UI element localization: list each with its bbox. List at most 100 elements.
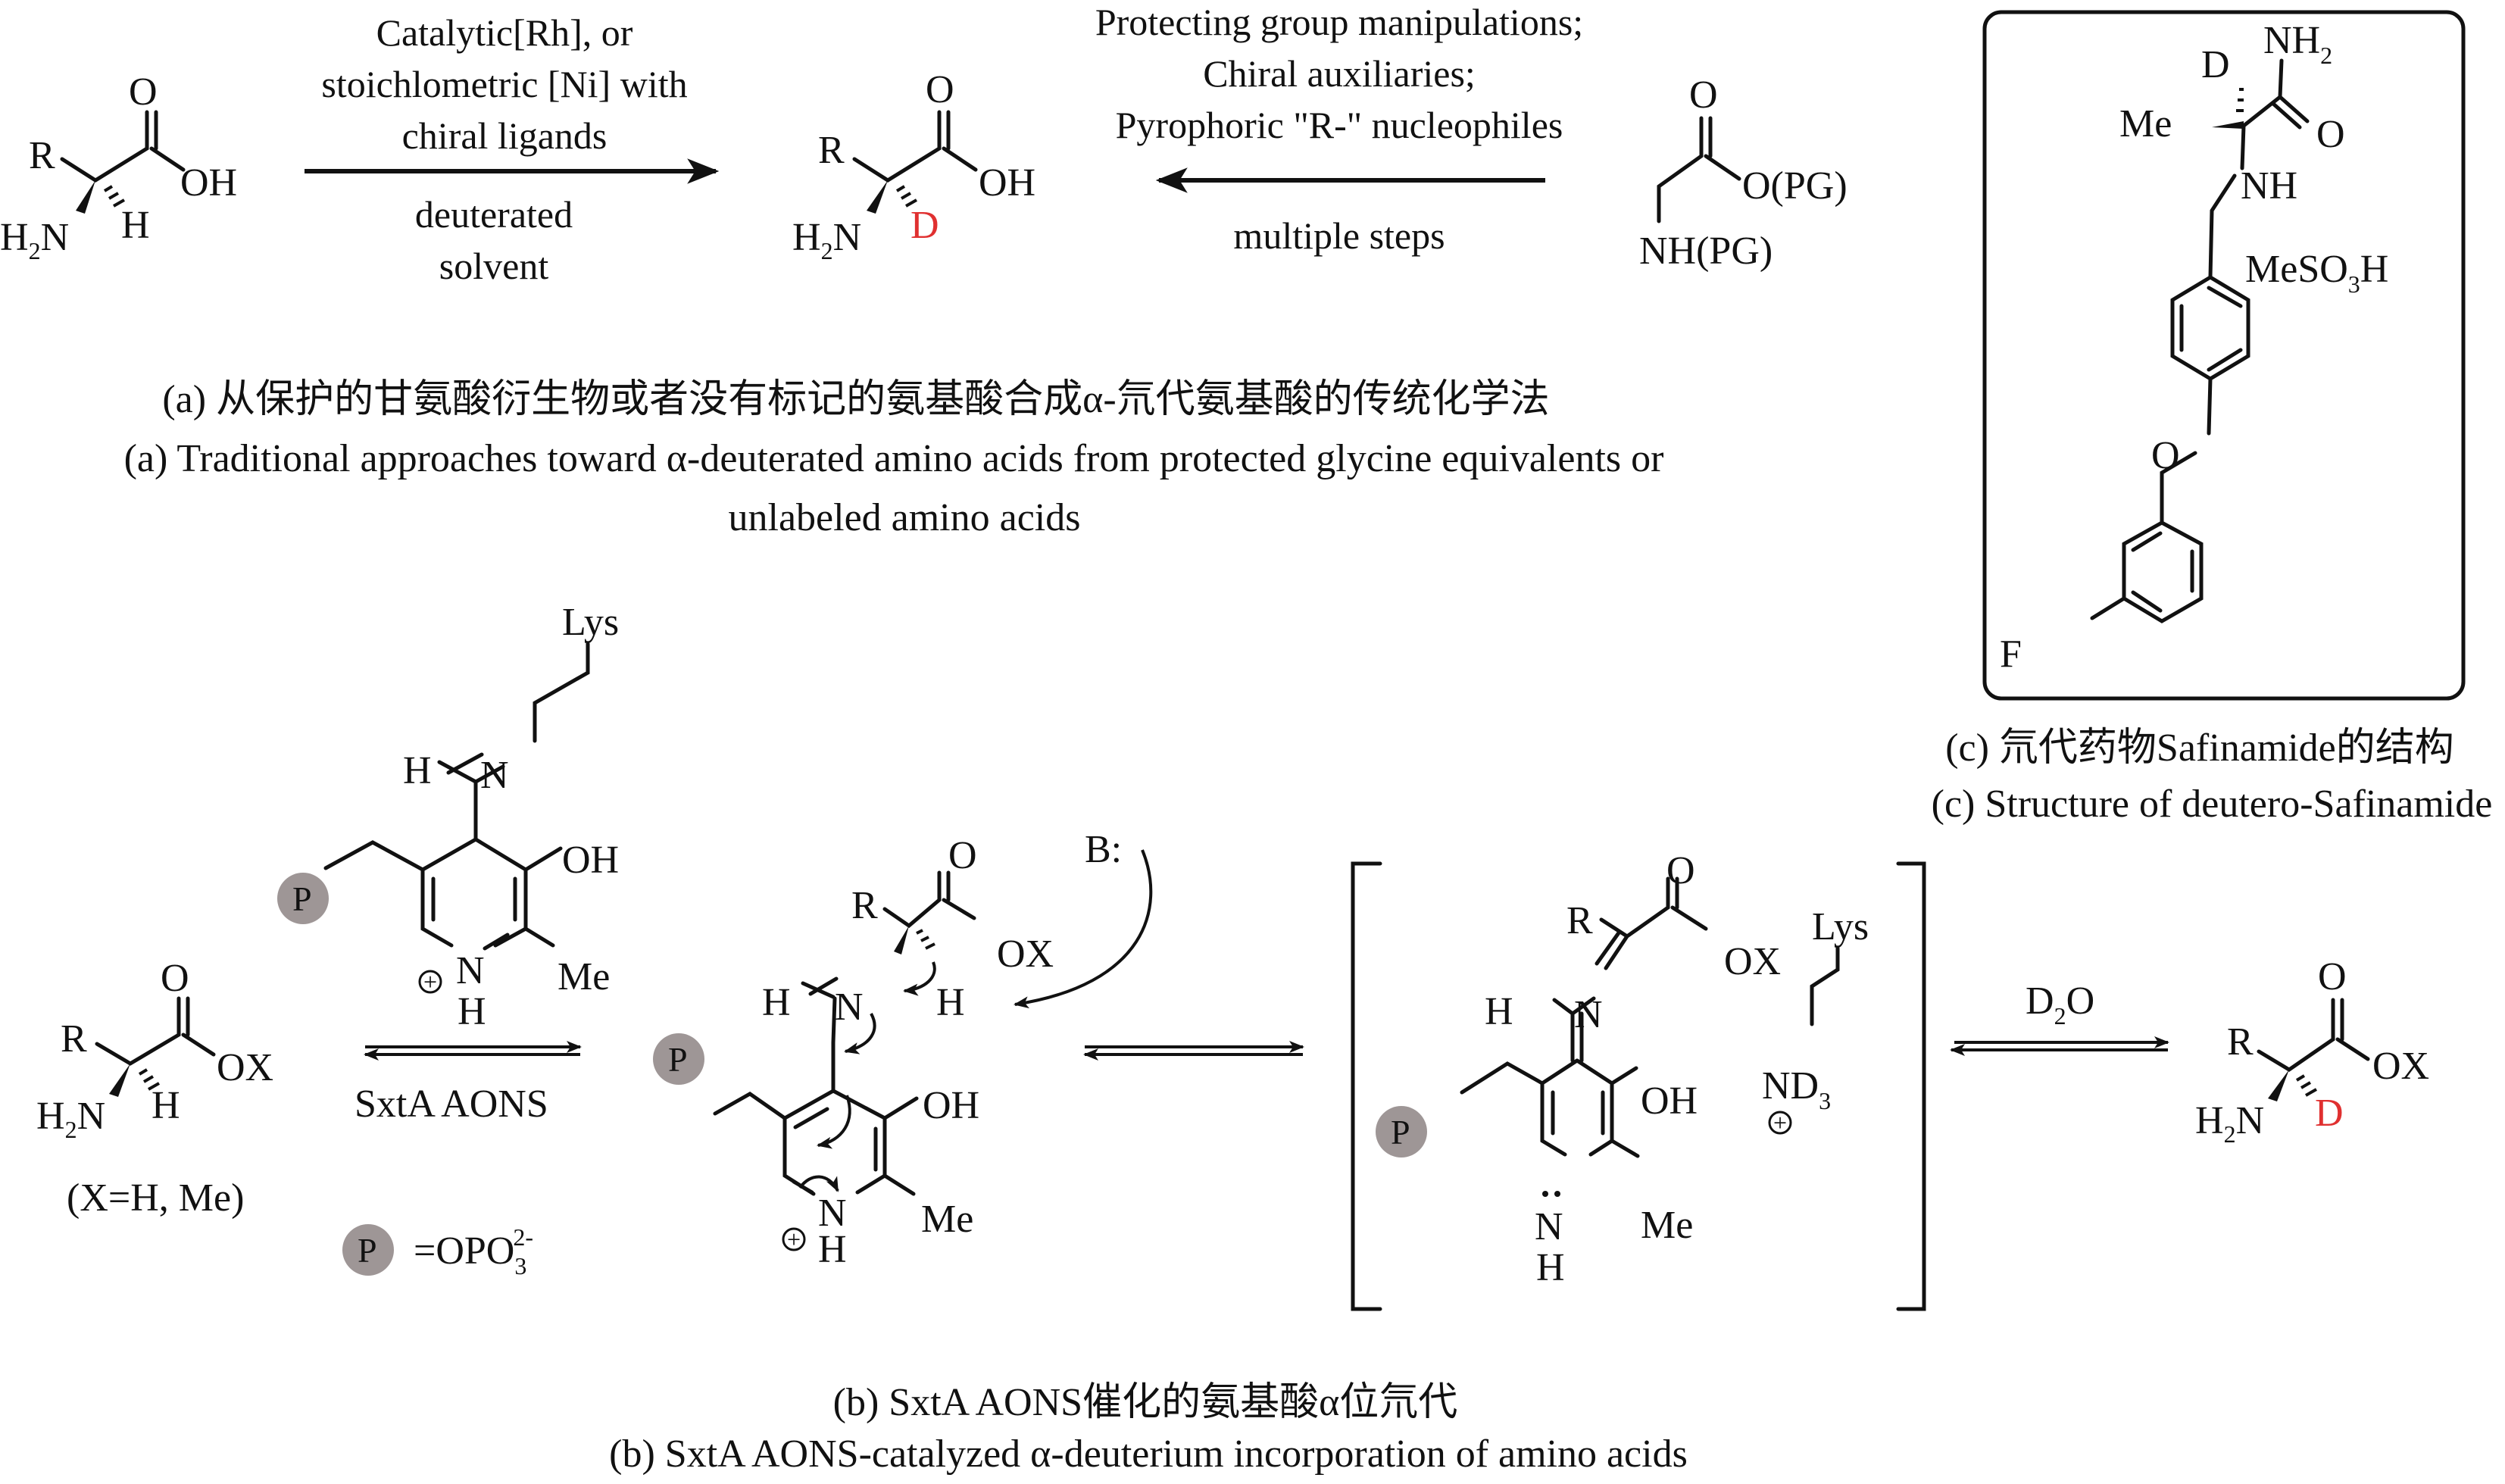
svg-text:N: N [835, 986, 864, 1029]
svg-text:OX: OX [997, 933, 1054, 976]
svg-text:+: + [423, 968, 437, 995]
svg-text:deuterated: deuterated [415, 193, 573, 236]
amino-acid-start: R O OH H2N H [0, 70, 237, 264]
svg-text:OH: OH [562, 839, 619, 882]
svg-text:NH: NH [2241, 164, 2297, 208]
panel-c: NH2 D Me O NH MeSO3H O F (c) 氘代药物Safinam… [1932, 10, 2493, 826]
svg-text:H: H [762, 981, 791, 1024]
svg-text:O: O [2318, 955, 2347, 998]
svg-text:D2O: D2O [2026, 979, 2094, 1029]
alpha-h-label: H [936, 981, 965, 1024]
panel-b: R O OX H2N H (X=H, Me) Lys H N OH P + N … [36, 601, 2429, 1476]
svg-text:R: R [851, 884, 878, 927]
svg-text:D: D [2201, 43, 2230, 86]
svg-text:Lys: Lys [1812, 905, 1869, 948]
svg-text:O(PG): O(PG) [1742, 164, 1848, 208]
svg-text:(X=H, Me): (X=H, Me) [67, 1176, 244, 1220]
svg-text:stoichlometric [Ni] with: stoichlometric [Ni] with [321, 63, 687, 105]
caption-b-en: (b) SxtA AONS-catalyzed α-deuterium inco… [609, 1432, 1688, 1476]
equilibrium-arrow-1: SxtA AONS [355, 1041, 582, 1126]
deuterium-label: D [910, 204, 939, 247]
svg-text:Pyrophoric "R-" nucleophiles: Pyrophoric "R-" nucleophiles [1116, 104, 1563, 146]
reverse-arrow-a: Protecting group manipulations; Chiral a… [1095, 1, 1583, 257]
plp-internal-aldimine: Lys H N OH P + N H Me [277, 601, 619, 1033]
protected-glycine: O O(PG) NH(PG) [1639, 73, 1848, 273]
panel-a: R O OH H2N H Catalytic[Rh], or stoichlom… [0, 1, 1848, 539]
svg-text:+: + [1773, 1109, 1787, 1136]
svg-text:O: O [926, 68, 954, 111]
caption-a-en-2: unlabeled amino acids [729, 496, 1081, 539]
left-bracket [1351, 861, 1382, 1311]
phosphate-legend: P =OPO32- [342, 1223, 533, 1279]
svg-text:Me: Me [921, 1198, 973, 1241]
svg-text:O: O [948, 834, 977, 877]
svg-text:OX: OX [2372, 1045, 2429, 1088]
svg-text:P: P [668, 1040, 688, 1079]
svg-text:F: F [2000, 633, 2022, 676]
svg-text:OH: OH [923, 1084, 979, 1127]
deuterium-label: D [2315, 1092, 2344, 1135]
svg-text:N: N [1574, 993, 1603, 1036]
hydroxyl-label: OH [180, 161, 237, 205]
svg-text:R: R [2227, 1020, 2254, 1064]
caption-c-zh: (c) 氘代药物Safinamide的结构 [1945, 726, 2454, 770]
amine-label: H2N [2195, 1099, 2264, 1148]
svg-text:O: O [2316, 113, 2345, 156]
external-aldimine: B: R O OX H H N OH P + N H Me [653, 828, 1153, 1271]
svg-text:H: H [151, 1084, 180, 1127]
svg-text:P: P [1391, 1113, 1410, 1151]
caption-a-en-1: (a) Traditional approaches toward α-deut… [124, 437, 1664, 480]
svg-text:multiple steps: multiple steps [1233, 214, 1445, 257]
svg-text:NH(PG): NH(PG) [1639, 230, 1773, 273]
svg-text:N: N [456, 949, 485, 992]
mesylate-label: MeSO3H [2245, 248, 2388, 298]
svg-text:solvent: solvent [439, 245, 549, 287]
svg-text:OH: OH [1641, 1079, 1698, 1123]
svg-text:N: N [818, 1192, 847, 1235]
svg-text:OX: OX [1724, 940, 1781, 983]
amide-nh2-label: NH2 [2263, 19, 2332, 69]
svg-text:R: R [1566, 899, 1593, 942]
svg-text:Protecting group manipulations: Protecting group manipulations; [1095, 1, 1583, 43]
equilibrium-arrow-2 [1083, 1041, 1304, 1061]
r-label: R [29, 134, 55, 177]
svg-text:chiral ligands: chiral ligands [402, 114, 608, 157]
equilibrium-arrow-3: D2O [1950, 979, 2169, 1056]
caption-b-zh: (b) SxtA AONS催化的氨基酸α位氘代 [833, 1381, 1458, 1424]
svg-text:+: + [787, 1226, 801, 1253]
carbonyl-o-label: O [129, 70, 158, 114]
right-bracket [1896, 861, 1926, 1311]
amine-label: H2N [792, 216, 861, 264]
svg-text:ND3: ND3 [1762, 1064, 1831, 1114]
forward-arrow-a: Catalytic[Rh], or stoichlometric [Ni] wi… [305, 11, 720, 287]
alpha-h-label: H [121, 204, 150, 247]
svg-text:O: O [161, 957, 189, 1000]
svg-text:B:: B: [1085, 828, 1122, 871]
svg-text:H: H [1485, 990, 1513, 1033]
svg-text:Catalytic[Rh], or: Catalytic[Rh], or [376, 11, 633, 54]
amine-label: H2N [36, 1095, 105, 1143]
svg-text:OX: OX [217, 1046, 273, 1089]
svg-text:Lys: Lys [562, 601, 619, 644]
svg-text:=OPO32-: =OPO32- [414, 1223, 533, 1279]
svg-text:O: O [1666, 849, 1695, 892]
svg-text:O: O [1689, 73, 1718, 117]
amine-label: H2N [0, 216, 69, 264]
svg-text:Chiral auxiliaries;: Chiral auxiliaries; [1203, 52, 1476, 95]
svg-text:N: N [1535, 1205, 1563, 1248]
svg-text:P: P [358, 1231, 377, 1270]
quinonoid-intermediate: R O OX Lys H N ND3 + OH P N H Me [1351, 849, 1926, 1311]
caption-c-en: (c) Structure of deutero-Safinamide [1932, 783, 2493, 826]
svg-text:Me: Me [2119, 102, 2172, 145]
svg-text:OH: OH [979, 161, 1035, 205]
svg-text:H: H [818, 1228, 847, 1271]
plus-charge [418, 970, 442, 994]
svg-text:H: H [458, 990, 486, 1033]
svg-text:P: P [292, 879, 312, 918]
safinamide-box [1982, 10, 2466, 701]
svg-text:Me: Me [558, 955, 610, 998]
svg-text:R: R [61, 1017, 87, 1061]
svg-text:H: H [1536, 1246, 1565, 1289]
svg-text:H: H [403, 749, 432, 792]
